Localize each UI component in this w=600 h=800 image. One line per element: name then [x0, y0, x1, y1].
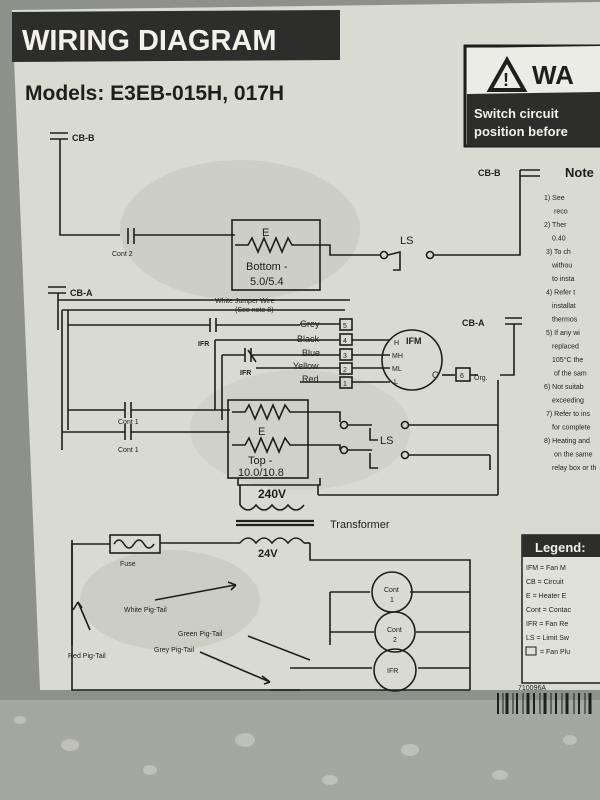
terminal-4: 4 [343, 338, 347, 345]
note-line: 3) To ch [546, 249, 571, 256]
ifm-c: C [432, 370, 439, 380]
note-line: 1) See [544, 195, 565, 202]
note-line: replaced [552, 344, 579, 351]
note-line: 105°C the [552, 356, 583, 364]
note-line: installat [552, 303, 576, 310]
notes-title: Note [565, 165, 594, 180]
white-pigtail-label: White Pig-Tail [124, 607, 167, 614]
fuse-label: Fuse [120, 561, 136, 568]
note-line: 0.40 [552, 236, 566, 243]
fan-plug-symbol [525, 646, 537, 656]
note-line: 7) Refer to ins [546, 411, 590, 418]
heater-bottom-value: 5.0/5.4 [250, 276, 284, 288]
warning-title: WA [532, 60, 574, 90]
cont2-label: Cont 2 [112, 251, 133, 258]
note-line: 4) Refer t [546, 290, 575, 297]
cb-a-right-label: CB-A [462, 318, 485, 328]
note-line: withou [551, 263, 572, 270]
terminal-3: 3 [343, 353, 347, 360]
note-line: of the sam [554, 371, 587, 378]
title-banner [12, 10, 340, 62]
ifr-label-2: IFR [240, 370, 251, 377]
legend-list: IFM = Fan M CB = Circuit E = Heater E Cont … [525, 565, 571, 656]
ifm-l: L [394, 379, 398, 386]
heater-bottom-e: E [262, 227, 269, 239]
cb-b-left-label: CB-B [72, 133, 95, 143]
warning-icon-mark: ! [503, 70, 509, 90]
warning-line-1: Switch circuit [474, 106, 559, 121]
legend-item: CB = Circuit [526, 579, 564, 586]
ls-label-2: LS [380, 435, 393, 447]
wire-black: Black [297, 334, 320, 344]
terminal-1: 1 [343, 381, 347, 388]
notes-list: 1) See reco 2) Ther 0.40 3) To ch withou to in… [544, 195, 596, 472]
jumper-note: White Jumper Wire [215, 298, 275, 305]
label-sticker [12, 2, 600, 690]
legend-item: IFR = Fan Re [526, 621, 568, 628]
heater-bottom-label: Bottom - [246, 261, 288, 273]
legend-item: LS = Limit Sw [526, 635, 570, 642]
note-line: for complete [552, 425, 591, 432]
heater-top-value: 10.0/10.8 [238, 467, 284, 479]
schematic [48, 132, 540, 692]
models-label: Models: E3EB-015H, 017H [25, 82, 284, 105]
note-line: 2) Ther [544, 222, 567, 229]
wire-red: Red [302, 374, 319, 384]
legend-title: Legend: [535, 540, 586, 555]
cb-b-right-label: CB-B [478, 168, 501, 178]
v24-label: 24V [258, 548, 278, 560]
note-line: exceeding [552, 398, 584, 405]
page-title: WIRING DIAGRAM [22, 25, 277, 57]
heater-top-label: Top - [248, 455, 273, 467]
v240-label: 240V [258, 487, 286, 501]
green-pigtail-label: Green Pig-Tail [178, 631, 223, 638]
note-line: thermos [552, 317, 578, 324]
terminal-2: 2 [343, 367, 347, 374]
schematic-labels: CB-B CB-B CB-A CB-A Cont 2 Cont 1 Cont 1… [68, 133, 501, 675]
note-line: on the same [554, 452, 593, 459]
terminal-5: 5 [343, 323, 347, 330]
legend-item: Cont = Contac [526, 607, 571, 614]
note-line: 6) Not suitab [544, 384, 584, 391]
ifr-label-1: IFR [198, 341, 209, 348]
cont1-label-b: Cont 1 [118, 447, 139, 454]
note-line: to insta [552, 276, 575, 283]
wire-yellow: Yellow [293, 361, 319, 371]
ls-label-1: LS [400, 235, 413, 247]
cont1-label-a: Cont 1 [118, 419, 139, 426]
part-number: 710096A [518, 685, 546, 692]
wire-blue: Blue [302, 348, 320, 358]
coil-cont1-num: 1 [390, 597, 394, 604]
ifm-h: H [394, 340, 399, 347]
org-label: Org. [474, 375, 488, 382]
warning-line-2: position before [474, 124, 568, 139]
note-line: reco [554, 209, 568, 216]
terminal-6: 6 [460, 373, 464, 380]
barcode [497, 693, 592, 714]
coil-cont2-num: 2 [393, 637, 397, 644]
red-pigtail-label: Red Pig-Tail [68, 653, 106, 660]
grey-pigtail-label: Grey Pig-Tail [154, 647, 195, 654]
coil-cont2: Cont [387, 627, 402, 634]
coil-ifr: IFR [387, 668, 398, 675]
legend-item: = Fan Plu [540, 649, 570, 656]
note-line: relay box or th [552, 465, 596, 472]
ifm-mh: MH [392, 353, 403, 360]
note-line: 5) If any wi [546, 330, 580, 337]
wire-grey: Grey [300, 319, 320, 329]
warning-icon [486, 55, 528, 92]
ifm-label: IFM [406, 336, 422, 346]
jumper-note-2: (See note 8) [235, 307, 274, 314]
legend-item: IFM = Fan M [526, 565, 566, 572]
cb-a-left-label: CB-A [70, 288, 93, 298]
ifm-ml: ML [392, 366, 402, 373]
coil-cont1: Cont [384, 587, 399, 594]
note-line: 8) Heating and [544, 438, 590, 445]
legend-item: E = Heater E [526, 593, 567, 600]
transformer-label: Transformer [330, 519, 390, 531]
water-droplets [14, 716, 577, 785]
heater-top-e: E [258, 426, 265, 438]
stain-marks [80, 160, 410, 650]
